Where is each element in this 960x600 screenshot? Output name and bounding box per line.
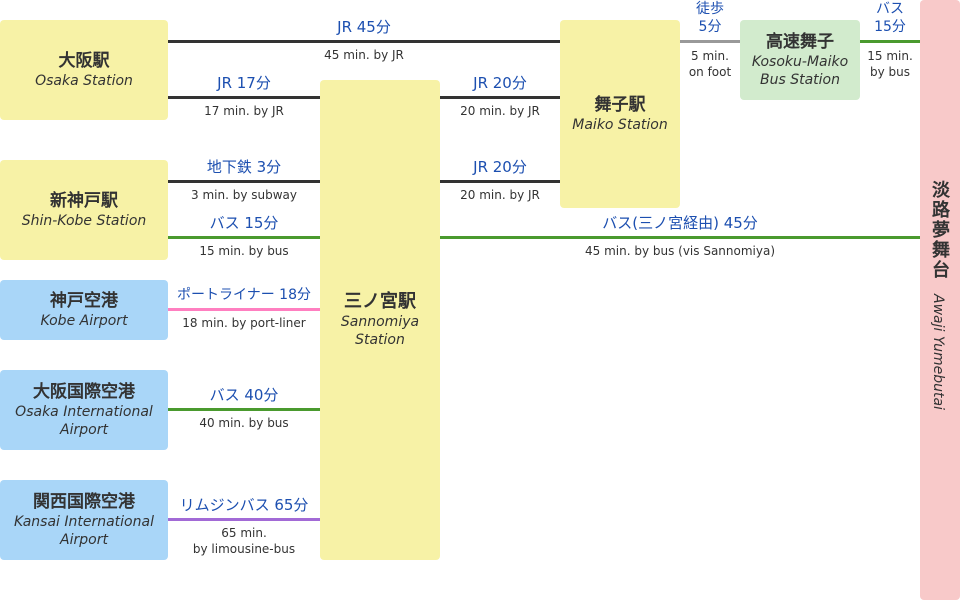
station-awaji-jp: 淡路夢舞台 (929, 180, 950, 280)
route-osaka-maiko-bottom: 45 min. by JR (324, 48, 404, 62)
station-shinkobe-jp: 新神戸駅 (50, 191, 118, 211)
route-maiko-foot-bottom: 5 min. on foot (688, 49, 732, 79)
station-awaji-yumebutai[interactable] (920, 0, 960, 600)
station-sannomiya-en: Sannomiya Station (340, 314, 420, 348)
station-osaka-jp: 大阪駅 (58, 51, 110, 71)
route-sannomiya-awaji-top: バス(三ノ宮経由) 45分 (602, 214, 758, 232)
route-sannomiya-maiko-2-bottom: 20 min. by JR (460, 188, 540, 202)
line-kansai-limo (168, 518, 320, 521)
route-itami-bottom: 40 min. by bus (199, 416, 289, 430)
line-sannomiya-awaji-bus (440, 236, 920, 239)
station-sannomiya[interactable]: 三ノ宮駅 Sannomiya Station (320, 80, 440, 560)
station-kobe-airport-jp: 神戸空港 (50, 291, 118, 311)
route-osaka-sannomiya-top: JR 17分 (217, 74, 271, 92)
route-shinkobe-sannomiya-top: 地下鉄 3分 (206, 158, 282, 176)
station-awaji-en: Awaji Yumebutai (930, 294, 946, 410)
station-kansai-jp: 関西国際空港 (33, 492, 135, 512)
route-kansai-top: リムジンバス 65分 (179, 496, 309, 514)
route-sannomiya-maiko-2-top: JR 20分 (473, 158, 527, 176)
route-kansai-bottom: 65 min. by limousine-bus (192, 526, 296, 556)
line-shinkobe-bus (168, 236, 320, 239)
station-maiko-jp: 舞子駅 (594, 95, 646, 115)
station-maiko[interactable]: 舞子駅 Maiko Station (560, 20, 680, 208)
line-osaka-maiko-jr (168, 40, 560, 43)
route-sannomiya-awaji-bottom: 45 min. by bus (vis Sannomiya) (584, 244, 776, 258)
route-kobe-airport-bottom: 18 min. by port-liner (182, 316, 306, 330)
station-itami[interactable]: 大阪国際空港 Osaka International Airport (0, 370, 168, 450)
route-kobe-airport-top: ポートライナー 18分 (177, 287, 311, 303)
line-shinkobe-sannomiya-subway (168, 180, 320, 183)
route-osaka-sannomiya-bottom: 17 min. by JR (204, 104, 284, 118)
line-sannomiya-maiko-jr-2 (440, 180, 560, 183)
route-sannomiya-maiko-1-bottom: 20 min. by JR (460, 104, 540, 118)
station-maiko-en: Maiko Station (572, 117, 668, 133)
station-itami-jp: 大阪国際空港 (33, 382, 135, 402)
station-kobe-airport[interactable]: 神戸空港 Kobe Airport (0, 280, 168, 340)
line-kobe-airport-liner (168, 308, 320, 311)
route-maiko-foot-top: 徒歩 5分 (696, 1, 724, 35)
station-kansai-en: Kansai International Airport (14, 514, 154, 548)
line-osaka-sannomiya-jr (168, 96, 320, 99)
station-osaka[interactable]: 大阪駅 Osaka Station (0, 20, 168, 120)
line-itami-bus (168, 408, 320, 411)
station-itami-en: Osaka International Airport (15, 404, 153, 438)
route-shinkobe-bus-top: バス 15分 (209, 214, 279, 232)
route-shinkobe-bus-bottom: 15 min. by bus (199, 244, 289, 258)
route-kosoku-bus-top: バス 15分 (874, 1, 906, 35)
station-kansai[interactable]: 関西国際空港 Kansai International Airport (0, 480, 168, 560)
station-kobe-airport-en: Kobe Airport (40, 313, 128, 329)
line-sannomiya-maiko-jr-1 (440, 96, 560, 99)
route-itami-top: バス 40分 (209, 386, 279, 404)
route-sannomiya-maiko-1-top: JR 20分 (473, 74, 527, 92)
station-sannomiya-jp: 三ノ宮駅 (344, 291, 416, 312)
route-shinkobe-sannomiya-bottom: 3 min. by subway (191, 188, 297, 202)
route-osaka-maiko-top: JR 45分 (337, 18, 391, 36)
station-shinkobe[interactable]: 新神戸駅 Shin-Kobe Station (0, 160, 168, 260)
line-maiko-foot (680, 40, 740, 43)
station-kosoku-jp: 高速舞子 (766, 32, 834, 52)
line-kosoku-bus (860, 40, 920, 43)
station-kosoku-en: Kosoku-Maiko Bus Station (751, 54, 849, 88)
station-shinkobe-en: Shin-Kobe Station (21, 213, 147, 229)
station-kosoku-maiko[interactable]: 高速舞子 Kosoku-Maiko Bus Station (740, 20, 860, 100)
station-osaka-en: Osaka Station (35, 73, 133, 89)
route-kosoku-bus-bottom: 15 min. by bus (867, 49, 913, 79)
